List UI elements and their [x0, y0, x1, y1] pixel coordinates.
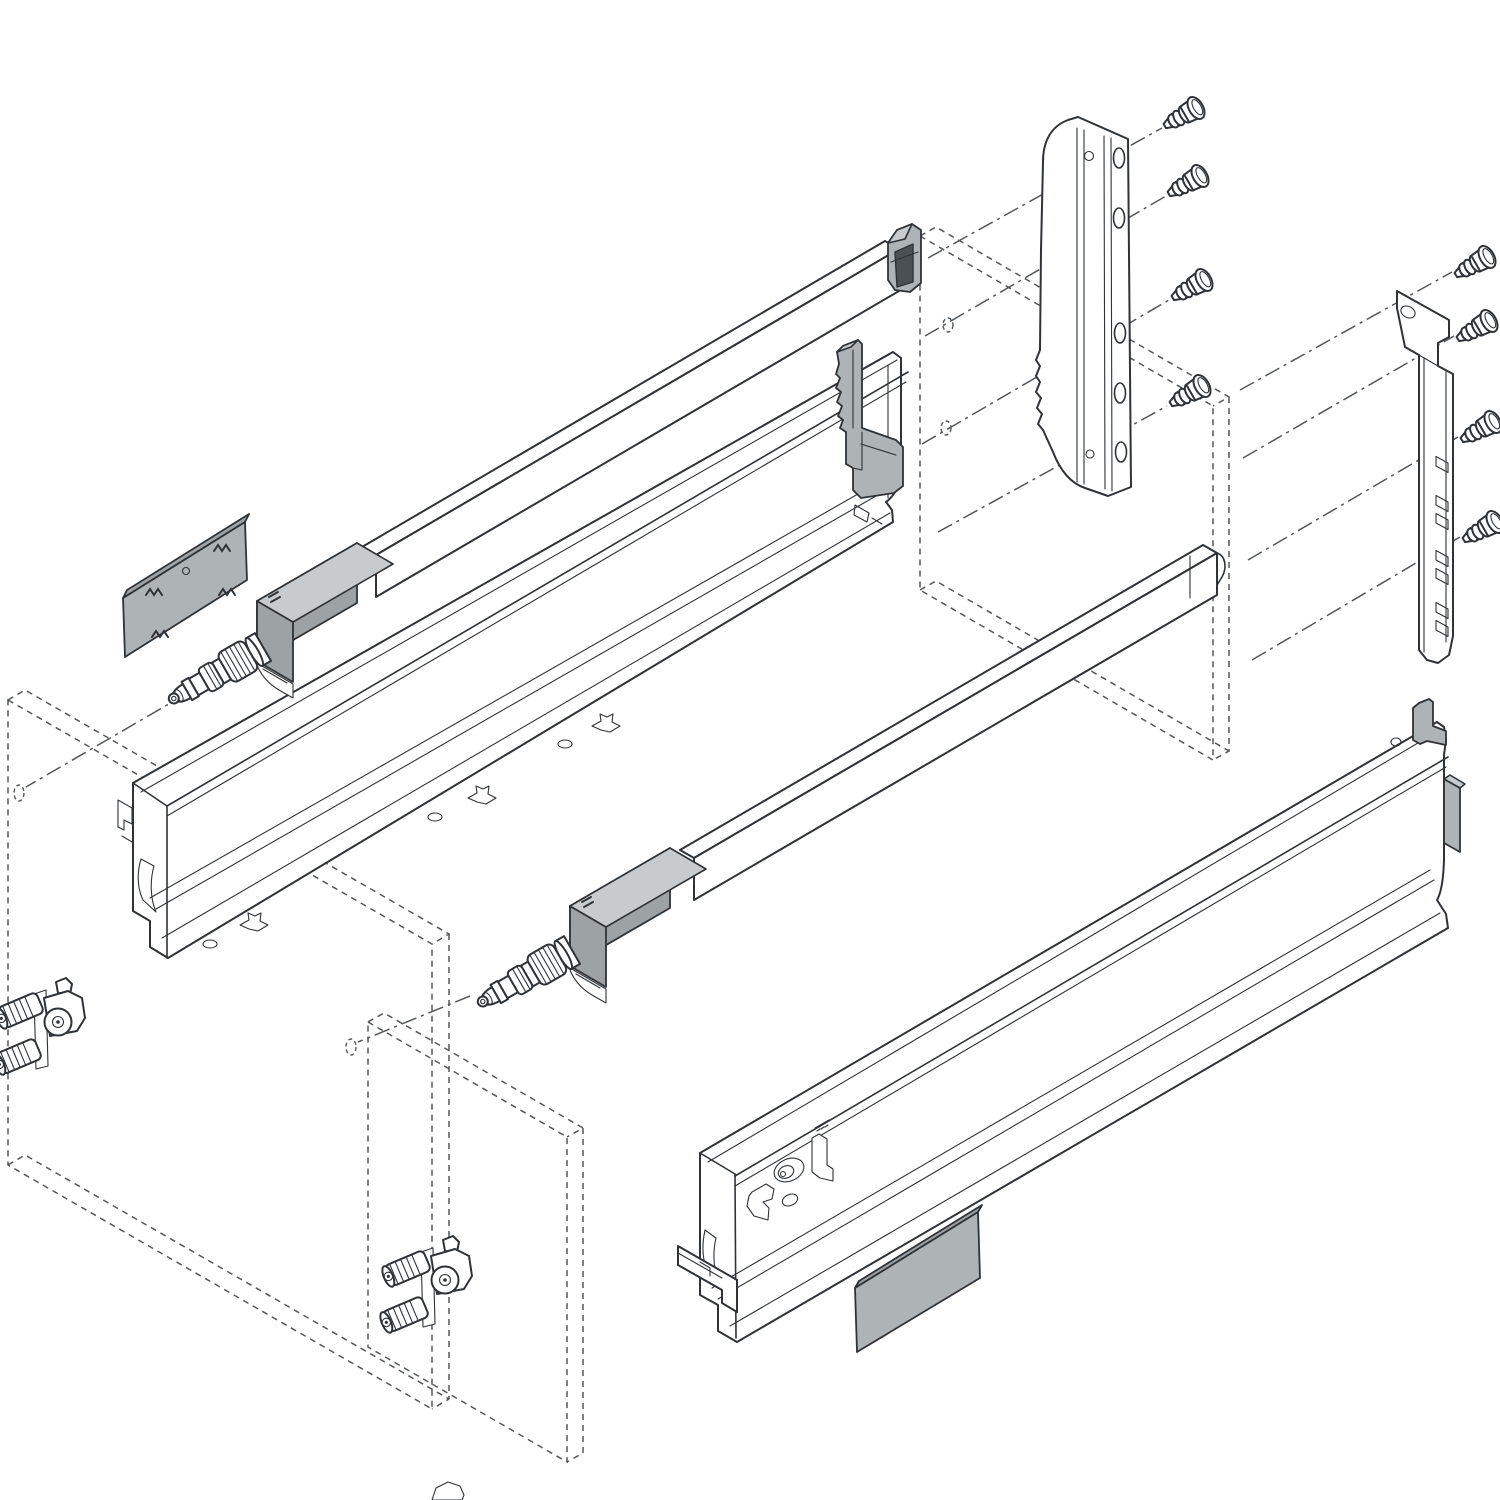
front-bracket-center — [378, 1236, 472, 1334]
screw — [1454, 407, 1500, 452]
locking-device-right — [569, 847, 707, 1004]
cover-cap-left — [122, 513, 250, 658]
front-panel-outline-center — [367, 1012, 585, 1464]
cap-hole — [181, 566, 191, 576]
screw — [1456, 507, 1500, 552]
screw — [1163, 371, 1216, 416]
grip-rib — [218, 587, 236, 597]
screw — [1161, 161, 1214, 206]
partial-part-bottom — [431, 1481, 465, 1500]
flange-clip — [467, 785, 497, 805]
front-bracket-left — [0, 978, 85, 1076]
rear-block-right — [1443, 778, 1461, 853]
mini-screw — [814, 1119, 830, 1132]
screws-left — [1157, 93, 1218, 416]
expando-plug-left — [159, 631, 273, 717]
rail-channel — [677, 1245, 738, 1313]
flange-clip — [239, 912, 269, 932]
rail-rear-connector — [887, 223, 922, 293]
flange-clip — [591, 713, 621, 733]
drill-hole-marker — [942, 317, 954, 333]
grip-rib — [151, 629, 169, 639]
rear-bracket-left — [1035, 116, 1132, 497]
rear-bracket-right — [1396, 290, 1454, 664]
drill-hole-marker — [940, 420, 952, 436]
drawer-side-right — [677, 698, 1466, 1343]
rear-hook-fitting-right — [1412, 698, 1447, 746]
mounting-axis-lines — [13, 127, 1461, 1056]
screw — [1165, 265, 1218, 310]
screw — [1157, 93, 1210, 138]
screw — [1448, 242, 1500, 287]
drawer-side-left — [117, 339, 909, 959]
front-hook-cutout — [117, 799, 133, 831]
screw — [1450, 306, 1500, 351]
expando-plug-right — [468, 934, 582, 1020]
gallery-rail-right — [679, 544, 1226, 901]
screws-right — [1448, 242, 1500, 552]
grip-rib — [213, 543, 231, 553]
hook-cutout — [811, 1133, 834, 1182]
front-arch-cutout — [137, 858, 157, 913]
cover-cap-right — [854, 1204, 983, 1353]
grip-rib — [145, 587, 163, 597]
hook-cutout — [746, 1183, 775, 1221]
drill-hole-marker — [13, 784, 25, 802]
drill-hole-marker — [345, 1038, 357, 1056]
